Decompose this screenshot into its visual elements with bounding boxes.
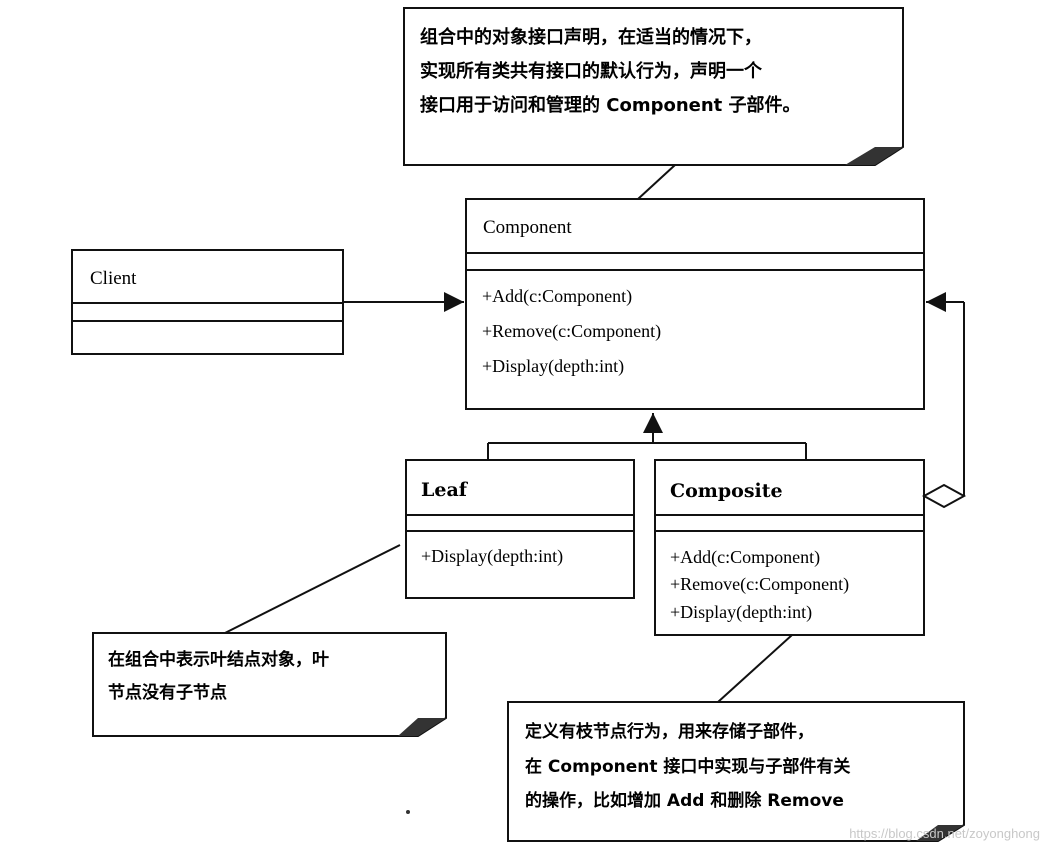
composite-note: 定义有枝节点行为，用来存储子部件， 在 Component 接口中实现与子部件有… — [507, 701, 965, 842]
composite-op-display: +Display(depth:int) — [670, 602, 812, 623]
component-note-connector — [637, 164, 676, 200]
composite-note-connector — [717, 634, 793, 703]
composite-class-name: Composite — [670, 480, 783, 502]
component-class[interactable]: Component +Add(c:Component) +Remove(c:Co… — [465, 198, 925, 410]
composite-op-add: +Add(c:Component) — [670, 547, 820, 568]
composite-op-remove: +Remove(c:Component) — [670, 574, 849, 595]
composite-class[interactable]: Composite +Add(c:Component) +Remove(c:Co… — [654, 459, 925, 636]
component-op-display: +Display(depth:int) — [482, 356, 624, 377]
stray-dot — [406, 810, 410, 814]
composite-note-line-3: 的操作，比如增加 Add 和删除 Remove — [525, 790, 844, 811]
component-op-remove: +Remove(c:Component) — [482, 321, 661, 342]
component-op-add: +Add(c:Component) — [482, 286, 632, 307]
leaf-class-name: Leaf — [421, 479, 469, 501]
client-class-name: Client — [90, 268, 137, 289]
composite-note-line-1: 定义有枝节点行为，用来存储子部件， — [525, 721, 814, 742]
watermark: https://blog.csdn.net/zoyonghong — [849, 826, 1040, 841]
leaf-class[interactable]: Leaf +Display(depth:int) — [405, 459, 635, 599]
component-note: 组合中的对象接口声明，在适当的情况下， 实现所有类共有接口的默认行为，声明一个 … — [403, 7, 904, 166]
component-note-line-2: 实现所有类共有接口的默认行为，声明一个 — [420, 60, 763, 82]
inheritance-connector — [487, 413, 807, 460]
aggregation-diamond-icon — [921, 483, 967, 509]
component-note-line-1: 组合中的对象接口声明，在适当的情况下， — [420, 26, 762, 48]
leaf-op-display: +Display(depth:int) — [421, 546, 563, 567]
leaf-note-line-1: 在组合中表示叶结点对象，叶 — [108, 649, 329, 670]
aggregation-connector — [921, 292, 967, 509]
leaf-note: 在组合中表示叶结点对象，叶 节点没有子节点 — [92, 632, 447, 737]
leaf-note-line-2: 节点没有子节点 — [108, 682, 227, 703]
composite-note-line-2: 在 Component 接口中实现与子部件有关 — [525, 756, 850, 777]
leaf-note-connector — [224, 544, 401, 634]
component-class-name: Component — [483, 217, 572, 238]
client-class[interactable]: Client — [71, 249, 344, 355]
component-note-line-3: 接口用于访问和管理的 Component 子部件。 — [420, 94, 801, 116]
